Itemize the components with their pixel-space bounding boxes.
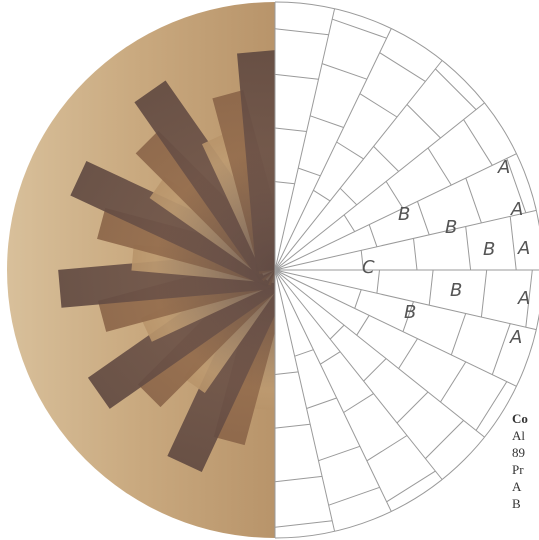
- plank-joint-line: [274, 520, 333, 528]
- legend-line-5: B: [512, 496, 521, 511]
- plank-joint-line: [336, 141, 364, 160]
- plank-joint-line: [274, 28, 329, 36]
- sector-line: [274, 269, 485, 438]
- line-drawing-half: [274, 1, 539, 539]
- plank-joint-line: [274, 423, 311, 429]
- plank-joint-line: [320, 351, 341, 365]
- plank-joint-line: [339, 187, 358, 206]
- legend-line-1: Al: [512, 428, 525, 443]
- plank-joint-line: [386, 470, 436, 503]
- plank-joint-line: [274, 127, 307, 132]
- plank-joint-line: [440, 361, 467, 403]
- plank-joint-line: [343, 393, 374, 413]
- zone-label-b: B: [404, 302, 416, 323]
- legend-line-2: 89: [512, 445, 525, 460]
- plank-joint-line: [465, 226, 472, 271]
- plank-joint-line: [413, 238, 418, 271]
- plank-joint-line: [427, 147, 452, 186]
- plank-joint-line: [428, 269, 434, 306]
- plank-joint-line: [379, 52, 426, 82]
- plank-joint-line: [435, 68, 477, 110]
- sector-line: [274, 269, 537, 331]
- plank-joint-line: [318, 445, 361, 462]
- zone-label-a: A: [517, 238, 530, 259]
- sector-line: [274, 153, 517, 271]
- zone-label-b: B: [450, 280, 462, 301]
- zone-label-a: A: [497, 157, 510, 178]
- plank-joint-line: [463, 119, 493, 166]
- plank-joint-line: [506, 158, 527, 213]
- plank-joint-line: [373, 146, 399, 172]
- plank-joint-line: [425, 420, 464, 459]
- plank-joint-line: [313, 189, 331, 202]
- wood-texture-half: [7, 2, 275, 538]
- plank-joint-line: [398, 338, 418, 369]
- sector-line: [274, 269, 443, 480]
- plank-joint-line: [354, 289, 362, 309]
- sector-line: [274, 8, 336, 271]
- plank-joint-line: [329, 324, 345, 340]
- outer-arc: [274, 1, 539, 539]
- zone-label-a: A: [517, 288, 530, 309]
- plank-joint-line: [376, 269, 380, 294]
- zone-label-a: A: [509, 327, 522, 348]
- plank-joint-line: [475, 381, 508, 431]
- zone-label-b: B: [398, 204, 410, 225]
- plank-joint-line: [298, 167, 321, 177]
- plank-joint-line: [306, 397, 337, 409]
- legend-line-3: Pr: [512, 462, 524, 477]
- plank-joint-line: [328, 486, 380, 506]
- plank-joint-line: [363, 358, 387, 382]
- plank-joint-line: [480, 269, 488, 318]
- plank-joint-line: [360, 250, 364, 271]
- plank-joint-line: [294, 349, 314, 357]
- sector-line: [274, 60, 443, 271]
- plank-joint-line: [491, 323, 511, 375]
- legend-heading: Co: [512, 411, 528, 426]
- plank-joint-line: [450, 313, 467, 356]
- plank-joint-line: [274, 475, 323, 483]
- plank-joint-line: [402, 301, 414, 332]
- sector-line: [274, 269, 517, 387]
- plank-joint-line: [509, 216, 517, 271]
- sector-line: [274, 28, 392, 271]
- plank-joint-line: [417, 201, 430, 235]
- zone-label-c: C: [362, 257, 375, 278]
- plank-joint-line: [274, 371, 299, 375]
- plank-joint-line: [396, 391, 429, 424]
- sector-line: [274, 209, 537, 271]
- plank-joint-line: [406, 104, 441, 139]
- plank-joint-line: [274, 181, 295, 185]
- plank-joint-line: [332, 18, 387, 39]
- plank-joint-line: [321, 63, 368, 80]
- plank-joint-line: [356, 315, 370, 336]
- legend-line-4: A: [512, 479, 522, 494]
- plank-joint-line: [385, 181, 404, 209]
- plank-joint-line: [525, 269, 533, 328]
- plank-joint-line: [366, 435, 408, 462]
- zone-label-a: A: [510, 199, 523, 220]
- plank-joint-line: [359, 93, 398, 118]
- plank-joint-line: [310, 115, 344, 128]
- zone-label-b: B: [483, 239, 495, 260]
- plank-joint-line: [343, 214, 356, 232]
- sector-line: [274, 269, 392, 512]
- plank-joint-line: [274, 73, 319, 80]
- sector-line: [274, 269, 336, 532]
- plank-joint-line: [368, 224, 378, 247]
- zone-label-b: B: [445, 217, 457, 238]
- plank-joint-line: [465, 177, 482, 224]
- sector-line: [274, 102, 485, 271]
